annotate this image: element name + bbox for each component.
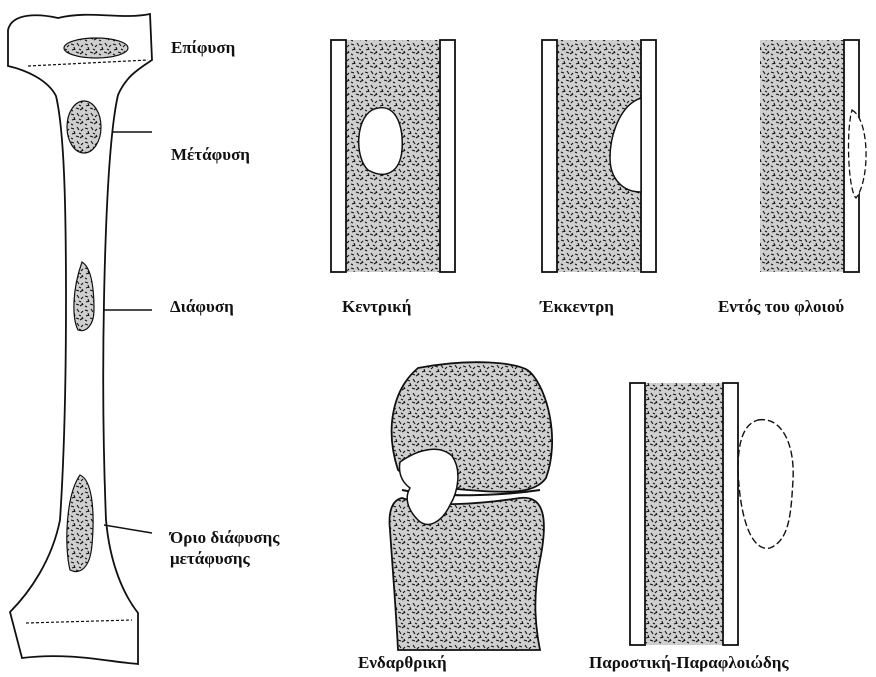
bone-lesions [64,38,128,572]
lower-bone [390,498,544,650]
panel-intraarticular [390,362,553,650]
label-parosteal: Παροστική-Παραφλοιώδης [589,652,789,673]
pointer-lines [104,132,152,533]
label-diaphysis: Διάφυση [170,296,234,317]
panel-eccentric [542,40,656,272]
parosteal-lesion [738,420,793,549]
panel-central [331,40,455,272]
label-boundary: Όριο διάφυσης μετάφυσης [170,527,279,570]
label-eccentric: Έκκεντρη [540,296,614,317]
central-lesion [359,108,403,175]
label-intracortical: Εντός του φλοιού [718,296,844,317]
label-metaphysis: Μέτάφυση [171,144,250,165]
lesion-epiphysis [64,38,128,58]
label-epiphysis: Επίφυση [171,37,235,58]
panel-parosteal [630,383,793,645]
panel-intracortical [760,40,866,272]
label-intraarticular: Ενδαρθρική [358,652,447,673]
lesion-diaphysis [74,262,94,331]
lesion-metaphysis [67,101,101,153]
lesion-boundary [67,475,93,572]
label-central: Κεντρική [342,296,411,317]
